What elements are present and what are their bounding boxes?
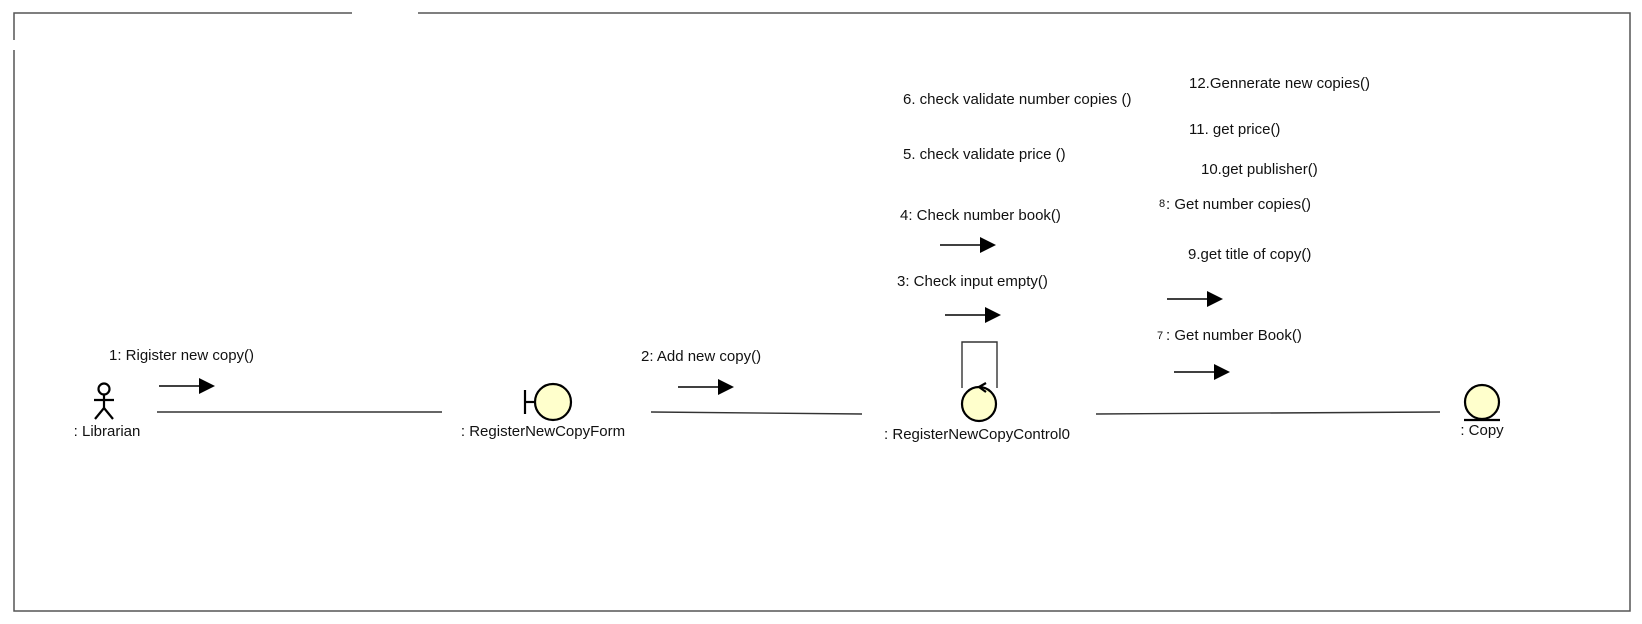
link-control-copy (1095, 411, 1441, 415)
entity-icon (1463, 383, 1501, 422)
message-2: 2: Add new copy() (641, 348, 761, 365)
message-9: 9.get title of copy() (1188, 246, 1311, 263)
diagram-frame (13, 12, 1631, 612)
message-10: 10.get publisher() (1201, 161, 1318, 178)
librarian-label: : Librarian (74, 423, 141, 440)
actor-icon (94, 382, 114, 420)
message-7-number: 7 (1157, 330, 1163, 342)
form-label: : RegisterNewCopyForm (461, 423, 625, 440)
control-icon (960, 382, 998, 423)
message-1: 1: Rigister new copy() (109, 347, 254, 364)
message-11: 11. get price() (1189, 121, 1280, 138)
message-6: 6. check validate number copies () (903, 91, 1131, 108)
control-label: : RegisterNewCopyControl0 (884, 426, 1070, 443)
message-3: 3: Check input empty() (897, 273, 1048, 290)
arrow-icon (945, 307, 1001, 323)
message-7: : Get number Book() (1166, 327, 1302, 344)
arrow-icon (1174, 364, 1230, 380)
arrow-icon (159, 378, 215, 394)
arrow-icon (1167, 291, 1223, 307)
message-8: : Get number copies() (1166, 196, 1311, 213)
message-5: 5. check validate price () (903, 146, 1066, 163)
message-12: 12.Gennerate new copies() (1189, 75, 1370, 92)
self-link-control (961, 341, 998, 388)
arrow-icon (940, 237, 996, 253)
arrow-icon (678, 379, 734, 395)
message-8-number: 8 (1159, 198, 1165, 210)
link-form-control (650, 411, 863, 415)
boundary-icon (523, 382, 573, 422)
message-4: 4: Check number book() (900, 207, 1061, 224)
copy-label: : Copy (1460, 422, 1504, 439)
